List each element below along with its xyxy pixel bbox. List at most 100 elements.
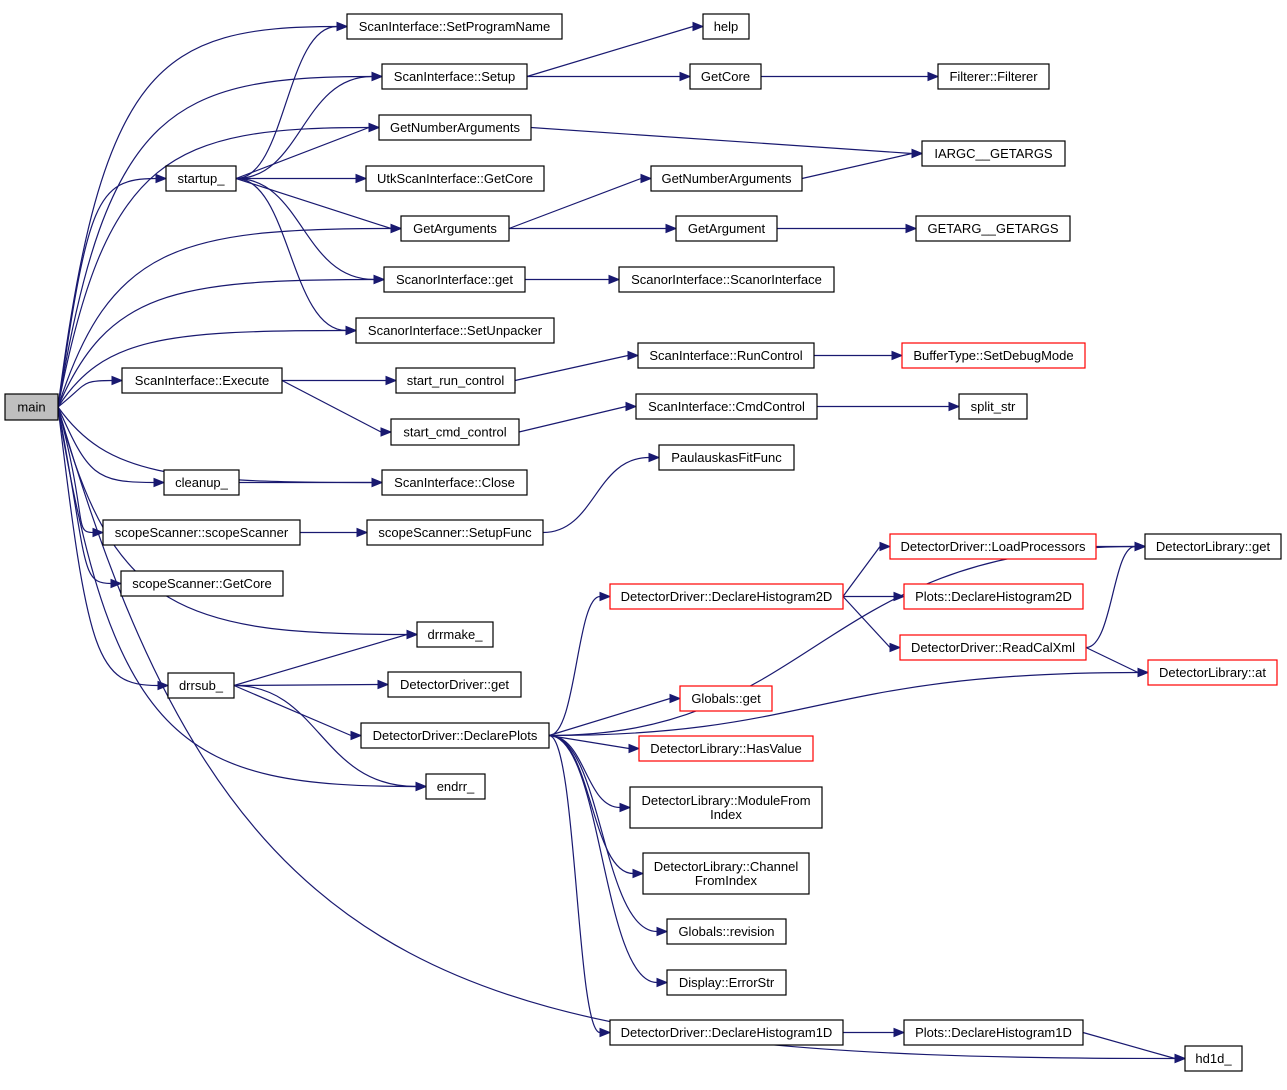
node-label: Globals::get [691, 691, 761, 706]
node-cmdcontrol[interactable]: ScanInterface::CmdControl [635, 393, 818, 420]
node-split-str[interactable]: split_str [958, 393, 1028, 420]
call-edge [57, 406, 408, 636]
node-box [390, 418, 520, 446]
node-getnumargs2[interactable]: GetNumberArguments [650, 165, 803, 192]
call-edge [548, 697, 671, 737]
call-edge [548, 595, 601, 737]
node-scanor-ctor[interactable]: ScanorInterface::ScanorInterface [618, 266, 835, 293]
node-hd1d[interactable]: hd1d_ [1184, 1045, 1243, 1072]
node-setprogramname[interactable]: ScanInterface::SetProgramName [346, 13, 563, 40]
node-dd-declhist2d[interactable]: DetectorDriver::DeclareHistogram2D [609, 583, 844, 610]
node-buffertype[interactable]: BufferType::SetDebugMode [901, 342, 1086, 369]
edge-arrowhead [345, 325, 358, 336]
node-getarguments[interactable]: GetArguments [400, 215, 510, 242]
node-dd-readcalxml[interactable]: DetectorDriver::ReadCalXml [899, 634, 1087, 661]
node-iargc[interactable]: IARGC__GETARGS [921, 140, 1066, 167]
edge-arrowhead [111, 375, 124, 386]
node-dl-get[interactable]: DetectorLibrary::get [1144, 533, 1282, 560]
call-edge [548, 734, 621, 809]
node-execute[interactable]: ScanInterface::Execute [121, 367, 283, 394]
node-setupfunc[interactable]: scopeScanner::SetupFunc [366, 519, 544, 546]
edge-arrowhead [371, 71, 384, 82]
edge-arrowhead [927, 71, 940, 82]
edge-arrowhead [608, 274, 621, 285]
edge-arrowhead [627, 350, 640, 361]
node-box [635, 393, 818, 420]
node-scanor-setunpacker[interactable]: ScanorInterface::SetUnpacker [355, 317, 555, 344]
node-dd-loadprocessors[interactable]: DetectorDriver::LoadProcessors [889, 533, 1097, 560]
node-getnumargs1[interactable]: GetNumberArguments [378, 114, 532, 141]
edge-arrowhead [889, 642, 902, 653]
node-box [650, 165, 803, 192]
node-label: GetNumberArguments [661, 171, 792, 186]
node-scopeScanner-ctor[interactable]: scopeScanner::scopeScanner [102, 519, 301, 546]
node-scopeScanner-getcore[interactable]: scopeScanner::GetCore [120, 570, 284, 597]
node-dl-at[interactable]: DetectorLibrary::at [1147, 659, 1278, 686]
call-edge [548, 734, 630, 750]
node-display-errorstr[interactable]: Display::ErrorStr [666, 969, 787, 996]
call-edge [233, 683, 379, 687]
edge-arrowhead [893, 591, 906, 602]
node-getarg[interactable]: GETARG__GETARGS [915, 215, 1071, 242]
node-getcore[interactable]: GetCore [689, 63, 762, 90]
node-drrmake[interactable]: drrmake_ [416, 621, 494, 648]
node-cleanup[interactable]: cleanup_ [163, 469, 240, 496]
node-globals-revision[interactable]: Globals::revision [666, 918, 787, 945]
node-endrr[interactable]: endrr_ [425, 773, 486, 800]
node-runcontrol[interactable]: ScanInterface::RunControl [637, 342, 815, 369]
node-label: startup_ [178, 171, 226, 186]
node-plots-declhist2d[interactable]: Plots::DeclareHistogram2D [903, 583, 1084, 610]
node-plots-declhist1d[interactable]: Plots::DeclareHistogram1D [903, 1019, 1084, 1046]
node-getargument[interactable]: GetArgument [675, 215, 778, 242]
node-box [400, 215, 510, 242]
node-filterer[interactable]: Filterer::Filterer [937, 63, 1050, 90]
call-edge [57, 406, 155, 484]
node-utk-getcore[interactable]: UtkScanInterface::GetCore [365, 165, 545, 192]
node-label: scopeScanner::GetCore [132, 576, 271, 591]
node-label: ScanInterface::Close [394, 475, 515, 490]
node-box [387, 671, 522, 698]
node-start-run-control[interactable]: start_run_control [395, 367, 516, 394]
node-box [609, 583, 844, 610]
node-label: drrsub_ [179, 678, 224, 693]
node-drrsub[interactable]: drrsub_ [167, 672, 235, 699]
call-edge [57, 406, 159, 687]
node-label: ScanorInterface::SetUnpacker [368, 323, 543, 338]
node-paulauskas[interactable]: PaulauskasFitFunc [658, 444, 795, 471]
node-box [609, 1019, 844, 1046]
node-globals-get[interactable]: Globals::get [679, 685, 773, 712]
edge-arrowhead [679, 71, 692, 82]
node-scan-close[interactable]: ScanInterface::Close [381, 469, 528, 496]
call-edge [235, 126, 370, 180]
call-edge [518, 405, 627, 433]
node-label: ScanorInterface::get [396, 272, 513, 287]
edge-arrowhead [599, 591, 612, 602]
node-scanor-get[interactable]: ScanorInterface::get [383, 266, 526, 293]
node-box [365, 165, 545, 192]
node-box [1144, 533, 1282, 560]
edge-arrowhead [619, 802, 632, 813]
node-declareplots[interactable]: DetectorDriver::DeclarePlots [360, 722, 550, 749]
call-edge [57, 329, 347, 408]
node-dd-get[interactable]: DetectorDriver::get [387, 671, 522, 698]
call-edge [548, 734, 658, 984]
call-edge [57, 126, 370, 408]
node-startup[interactable]: startup_ [165, 165, 237, 192]
node-main[interactable]: main [4, 393, 59, 421]
node-box [381, 63, 528, 90]
node-setup[interactable]: ScanInterface::Setup [381, 63, 528, 90]
node-dl-hasvalue[interactable]: DetectorLibrary::HasValue [638, 735, 814, 762]
node-box [889, 533, 1097, 560]
node-box [366, 519, 544, 546]
node-start-cmd-control[interactable]: start_cmd_control [390, 418, 520, 446]
edges-layer [57, 21, 1187, 1064]
edge-arrowhead [905, 223, 918, 234]
call-edge [530, 126, 913, 155]
node-dd-declhist1d[interactable]: DetectorDriver::DeclareHistogram1D [609, 1019, 844, 1046]
node-help[interactable]: help [702, 13, 750, 40]
node-box [121, 367, 283, 394]
node-label: ScanInterface::RunControl [649, 348, 802, 363]
node-label: Display::ErrorStr [679, 975, 775, 990]
